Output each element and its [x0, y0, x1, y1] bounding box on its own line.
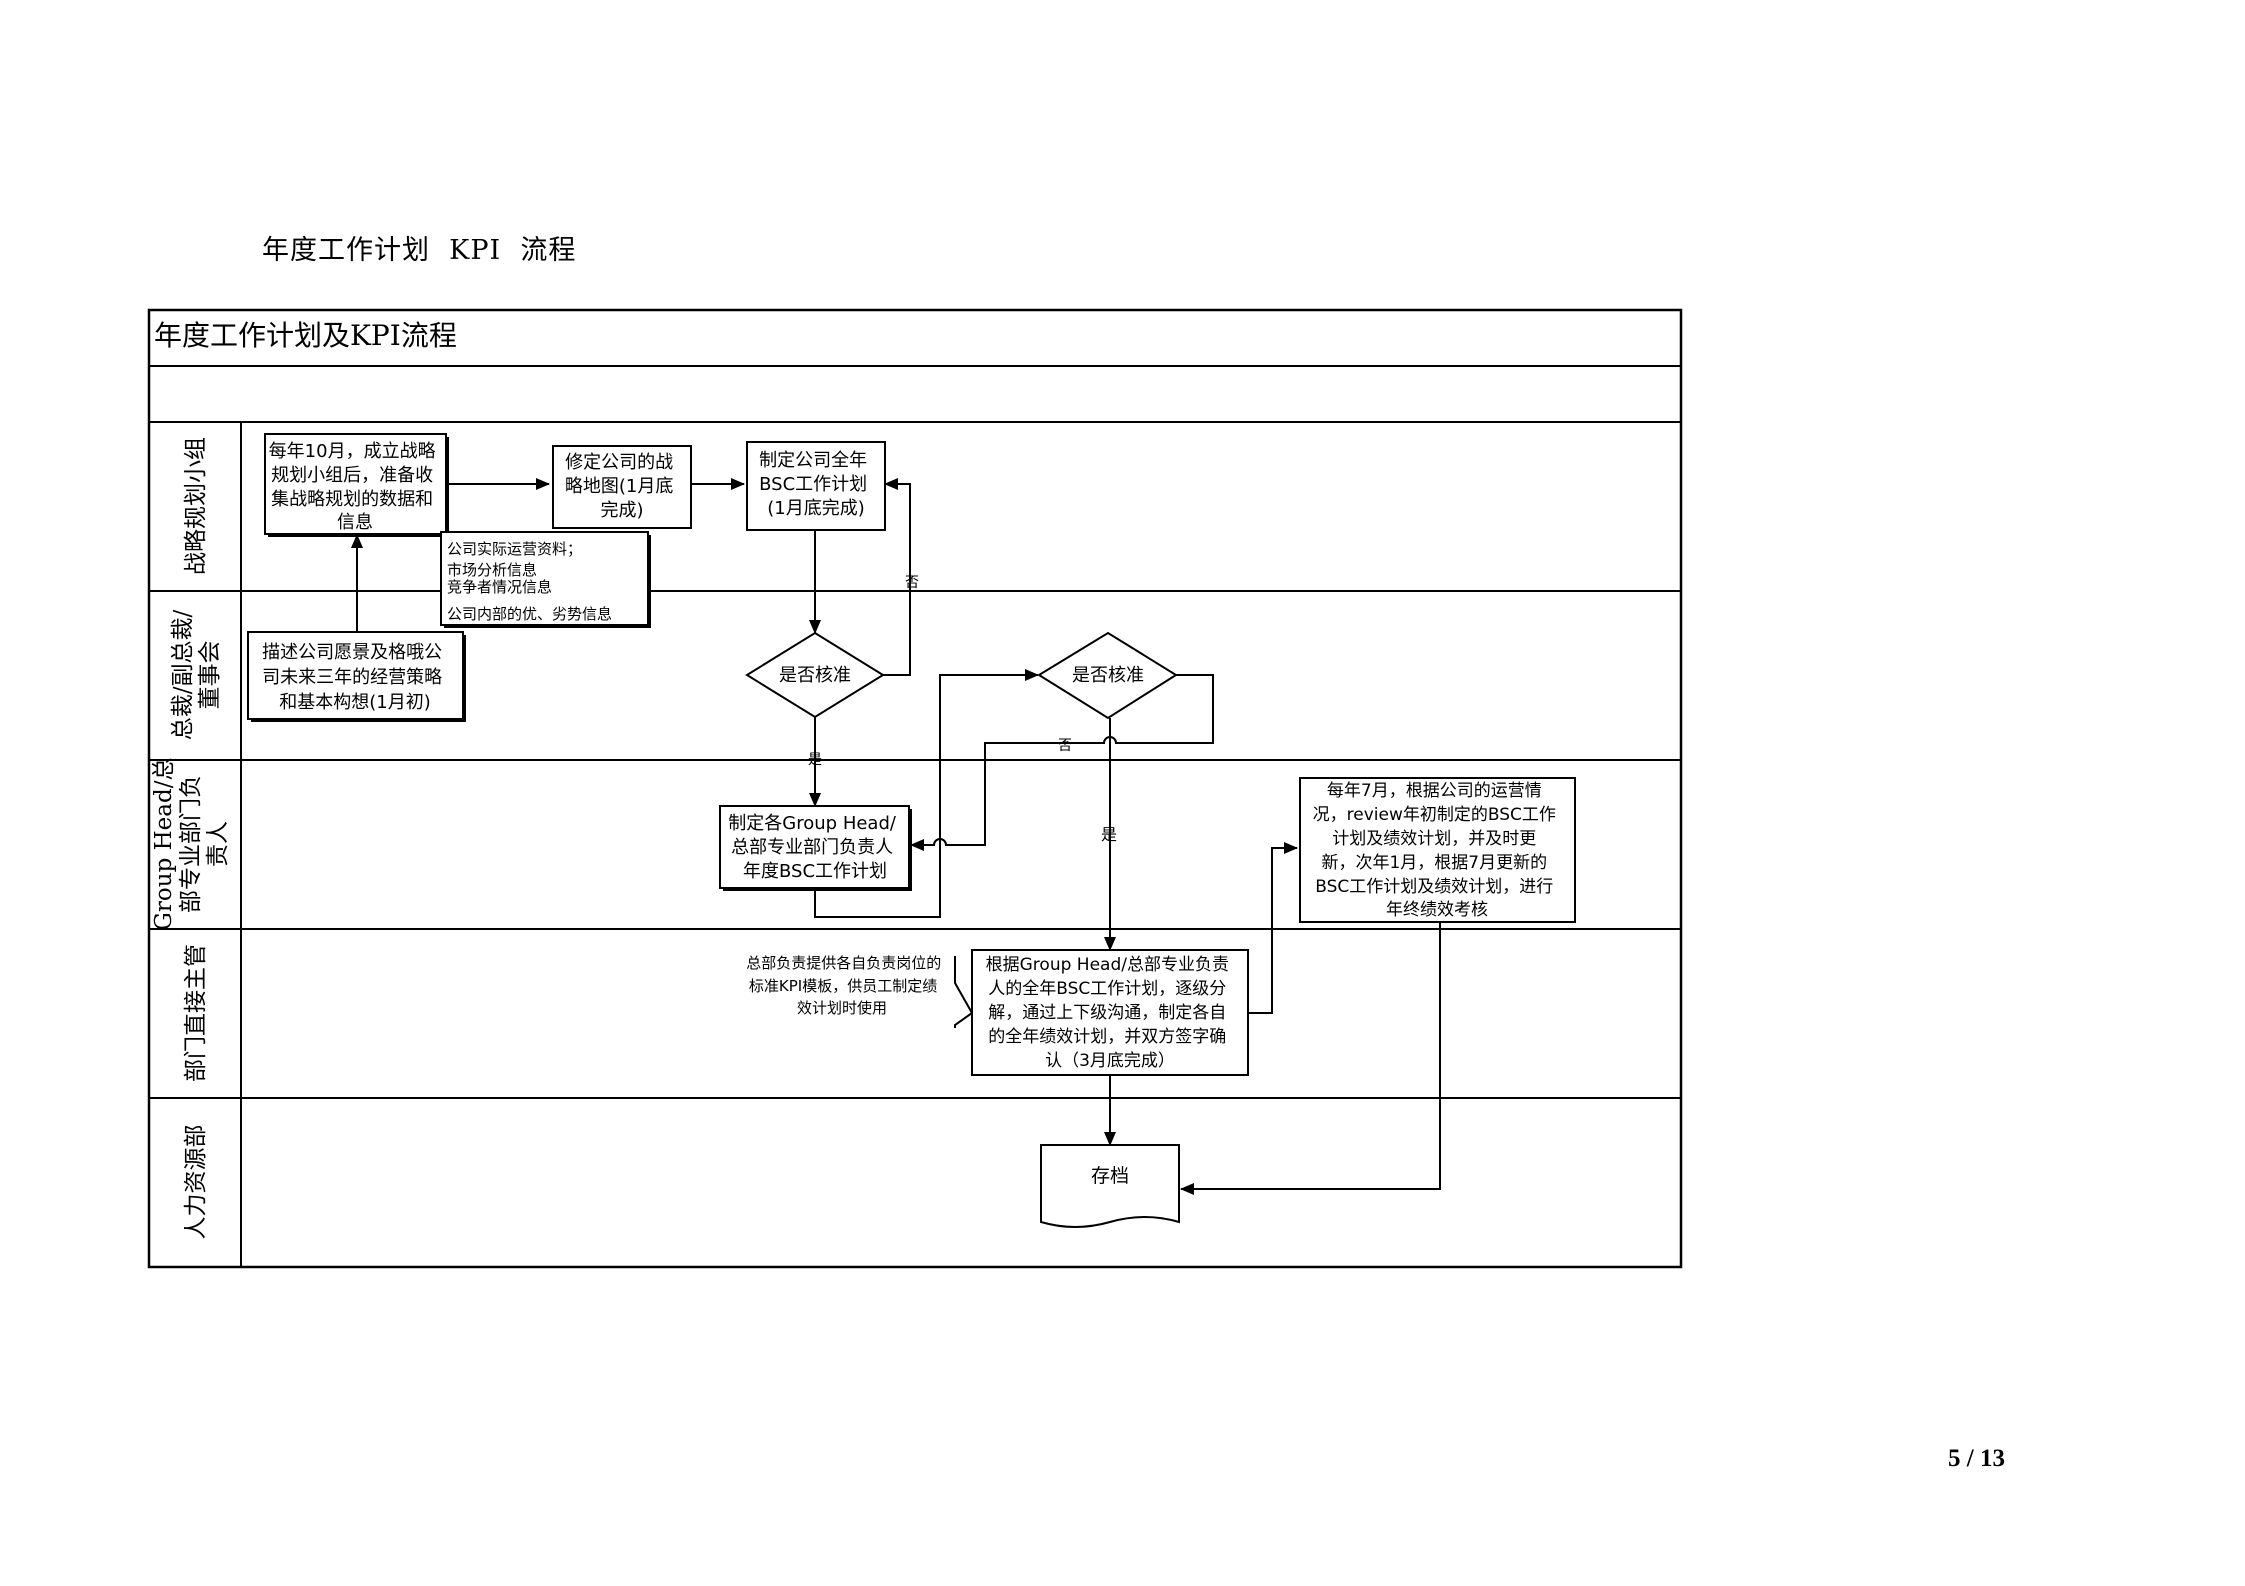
svg-text:制定公司全年 BSC工作计划 (1月: 制定公司全年 BSC工作计划 (1月底完成): [759, 450, 873, 519]
node-form-team: 每年10月，成立战略 规划小组后，准备收 集战略规划的数据和 信息: [264, 433, 449, 537]
svg-text:董事会: 董事会: [197, 641, 223, 710]
diagram-title: 年度工作计划及KPI流程: [154, 319, 457, 352]
node-department-plan: 根据Group Head/总部专业负责 人的全年BSC工作计划，逐级分 解，通过…: [971, 949, 1249, 1076]
label-no-1: 否: [905, 575, 919, 591]
svg-text:人力资源部: 人力资源部: [183, 1125, 209, 1240]
node-company-bsc-plan: 制定公司全年 BSC工作计划 (1月底完成): [746, 441, 886, 531]
lane-label-direct-supervisor: 部门直接主管: [183, 944, 209, 1082]
svg-text:是否核准: 是否核准: [779, 665, 851, 686]
svg-text:责人: 责人: [205, 821, 231, 867]
node-archive: 存档: [1040, 1144, 1180, 1228]
edge-dept-to-review: [1248, 842, 1298, 1014]
svg-text:公司实际运营资料； 市场分析信息 竞: 公司实际运营资料； 市场分析信息 竞争者情况信息 公司内部的优、劣势信息: [447, 540, 612, 623]
svg-text:部门直接主管: 部门直接主管: [183, 944, 209, 1082]
decision-approve-1: 是否核准: [745, 631, 885, 719]
svg-text:修定公司的战 略地图(1月底 完成): 修定公司的战 略地图(1月底 完成): [565, 452, 679, 521]
decision-approve-2: 是否核准: [1037, 631, 1178, 720]
node-july-review: 每年7月，根据公司的运营情 况，review年初制定的BSC工作 计划及绩效计划…: [1299, 777, 1576, 923]
svg-text:每年10月，成立战略 规划小组后，准备收: 每年10月，成立战略 规划小组后，准备收 集战略规划的数据和 信息: [269, 441, 442, 533]
edge-review-to-archive: [1180, 922, 1441, 1195]
node-data-note: 公司实际运营资料； 市场分析信息 竞争者情况信息 公司内部的优、劣势信息: [440, 531, 651, 628]
diagram-frame: [147, 308, 1683, 1269]
edge-approve1-no: [883, 478, 911, 676]
svg-text:总裁/副总裁/: 总裁/副总裁/: [170, 610, 196, 741]
edge-approve2-no: [910, 674, 1214, 851]
edge-grouphead-to-approve2: [814, 669, 1039, 918]
label-no-2: 否: [1058, 738, 1072, 754]
svg-text:每年7月，根据公司的运营情 况，review年初: 每年7月，根据公司的运营情 况，review年初制定的BSC工作 计划及绩效计划…: [1313, 781, 1562, 920]
svg-text:是否核准: 是否核准: [1072, 665, 1144, 686]
svg-text:总部负责提供各自负责岗位的 标准KPI模板，供员: 总部负责提供各自负责岗位的 标准KPI模板，供员工制定绩 效计划时使用: [746, 954, 946, 1017]
node-group-head-plan: 制定各Group Head/ 总部专业部门负责人 年度BSC工作计划: [719, 805, 912, 891]
node-vision: 描述公司愿景及格哦公 司未来三年的经营策略 和基本构想(1月初): [247, 631, 466, 722]
lane-label-hr: 人力资源部: [183, 1125, 209, 1240]
svg-text:战略规划小组: 战略规划小组: [183, 437, 209, 575]
svg-text:Group Head/总: Group Head/总: [151, 758, 177, 931]
node-revise-strategy-map: 修定公司的战 略地图(1月底 完成): [552, 445, 692, 529]
svg-text:制定各Group Head/ 总部专业部门负责人: 制定各Group Head/ 总部专业部门负责人 年度BSC工作计划: [728, 813, 901, 882]
page-heading: 年度工作计划 KPI 流程: [262, 235, 577, 266]
page-number: 5 / 13: [1948, 1445, 2005, 1472]
label-yes-1: 是: [808, 752, 822, 768]
svg-text:存档: 存档: [1091, 1165, 1129, 1187]
edge-kpi-note-bracket: [954, 956, 974, 1028]
lane-label-group-head: Group Head/总 部专业部门负 责人: [151, 758, 231, 931]
lane-label-executives: 总裁/副总裁/ 董事会: [170, 610, 223, 741]
lane-label-strategy: 战略规划小组: [183, 437, 209, 575]
svg-text:部专业部门负: 部专业部门负: [178, 775, 204, 913]
label-yes-2: 是: [1101, 825, 1117, 844]
svg-text:根据Group Head/总部专业负责 人的全年: 根据Group Head/总部专业负责 人的全年BSC工作计划，逐级分 解，通过…: [986, 955, 1235, 1071]
node-kpi-template-note: 总部负责提供各自负责岗位的 标准KPI模板，供员工制定绩 效计划时使用: [746, 954, 946, 1017]
svg-text:描述公司愿景及格哦公 司未来三年的经营策略: 描述公司愿景及格哦公 司未来三年的经营策略 和基本构想(1月初): [262, 642, 448, 713]
